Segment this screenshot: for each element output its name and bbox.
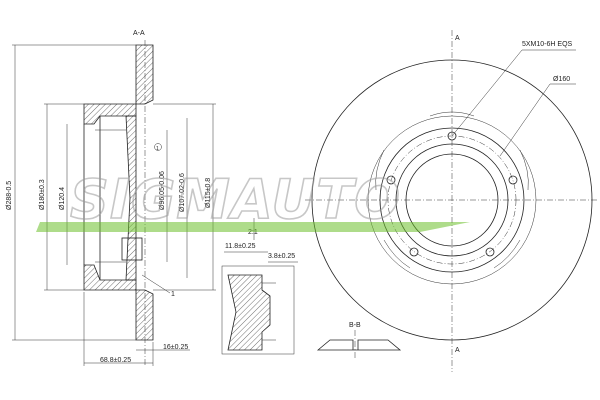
bb-profile xyxy=(316,339,402,351)
front-view: A A 5XM10-6H EQS Ø160 xyxy=(305,30,598,372)
bolt-hole xyxy=(485,247,495,257)
dim-180: Ø180±0.3 xyxy=(39,179,46,210)
hub-slot xyxy=(383,239,411,269)
hub-bore-outer xyxy=(395,143,509,257)
disc-ring-upper xyxy=(135,44,154,105)
brand-watermark: SIGMAUTO xyxy=(36,167,470,232)
leader-line xyxy=(141,274,171,294)
detail-ratio: 2:1 xyxy=(248,229,258,236)
disc-outer-edge xyxy=(311,59,593,341)
pcd-label: Ø160 xyxy=(553,76,570,83)
dim-107: Ø107.02-0.6 xyxy=(179,173,186,212)
detail-frame xyxy=(121,237,143,261)
section-bb-view: B-B xyxy=(316,322,402,360)
hub-face xyxy=(125,115,137,281)
thread-leader xyxy=(451,49,523,137)
bolt-hole xyxy=(386,175,396,185)
hub-slot xyxy=(519,149,529,191)
thread-note: 5XM10-6H EQS xyxy=(522,41,573,48)
hub-bore xyxy=(405,153,499,247)
bolt-hole xyxy=(508,175,518,185)
bolt-hole xyxy=(409,247,419,257)
dim-hub-depth: 68.8±0.25 xyxy=(100,357,131,364)
hat-outer xyxy=(379,127,525,273)
detail-frame xyxy=(221,265,295,355)
watermark-swoosh xyxy=(36,222,470,232)
cut-marker-top: A xyxy=(455,35,460,42)
bolt-hole xyxy=(447,131,457,141)
detail-2-1-view: 2:1 11.8±0.25 3.8±0.25 xyxy=(221,218,298,355)
watermark-text: SIGMAUTO xyxy=(70,168,401,231)
ref-circle-label: 1 xyxy=(156,146,159,152)
hub-slot xyxy=(375,149,385,191)
hub-slot xyxy=(429,111,475,117)
ref-circle xyxy=(154,143,162,151)
section-bb-title: B-B xyxy=(349,322,361,329)
dim-115: Ø115±0.8 xyxy=(205,178,212,208)
pcd-leader xyxy=(499,83,551,157)
detail-section xyxy=(227,274,271,351)
hub-slot xyxy=(493,239,521,269)
section-aa-view: A-A Ø288-0.5 Ø180±0.3 Ø120.4 Ø96.05-0.06… xyxy=(6,30,216,366)
friction-ring-inner xyxy=(367,115,537,285)
dim-11: 11.8±0.25 xyxy=(225,243,256,250)
disc-ring-lower xyxy=(135,289,154,341)
dim-3: 3.8±0.25 xyxy=(268,253,295,260)
dim-overall-diameter: Ø288-0.5 xyxy=(6,181,13,210)
section-aa-title: A-A xyxy=(133,30,145,37)
ref-1-label: 1 xyxy=(171,291,175,298)
cut-marker-bottom: A xyxy=(455,347,460,354)
dim-thickness: 16±0.25 xyxy=(163,344,188,351)
dim-96: Ø96.05-0.06 xyxy=(159,171,166,210)
dim-120: Ø120.4 xyxy=(59,187,66,210)
